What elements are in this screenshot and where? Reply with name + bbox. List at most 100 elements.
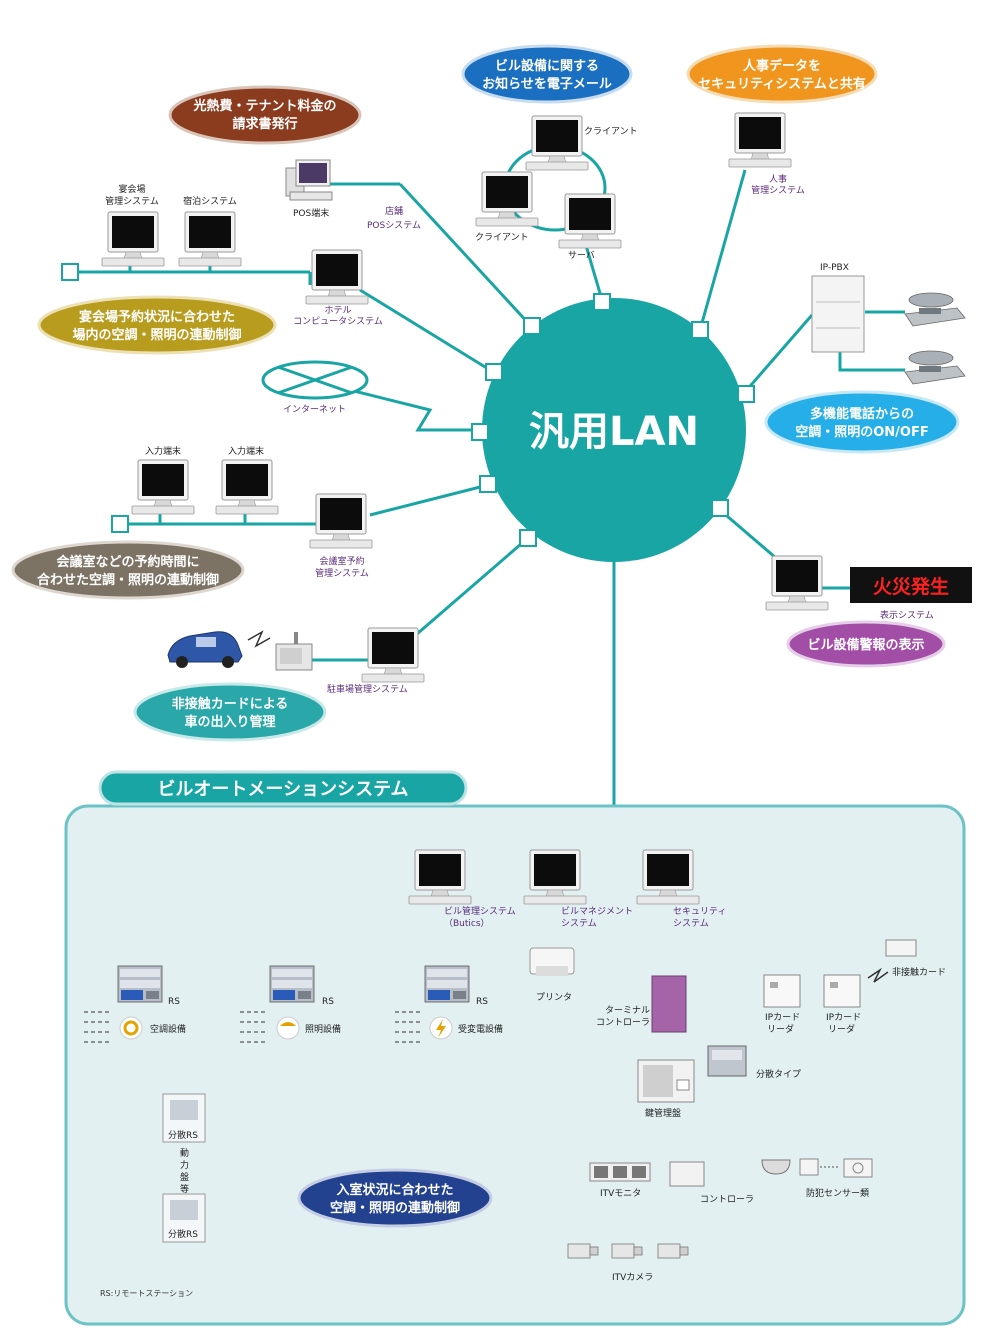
- svg-text:光熱費・テナント料金の: 光熱費・テナント料金の: [192, 98, 336, 114]
- itv-camera-label: ITVカメラ: [612, 1272, 653, 1283]
- bas-panel: [64, 804, 966, 1326]
- rs-note: RS:リモートステーション: [100, 1289, 193, 1298]
- svg-text:空調・照明の連動制御: 空調・照明の連動制御: [330, 1200, 460, 1216]
- client-pc: [525, 115, 589, 171]
- ip-card-reader-label: IPカード: [765, 1012, 800, 1023]
- svg-text:ビルオートメーションシステム: ビルオートメーションシステム: [157, 779, 408, 800]
- dist-rs-icon: [162, 1193, 206, 1243]
- input-terminal-pc: [131, 459, 195, 515]
- svg-text:非接触カードによる: 非接触カードによる: [172, 696, 289, 712]
- key-panel-icon: [637, 1059, 695, 1103]
- dist-rs-label: 分散RS: [168, 1228, 198, 1240]
- svg-text:場内の空調・照明の連動制御: 場内の空調・照明の連動制御: [72, 327, 241, 343]
- phone-icon: [904, 292, 966, 327]
- svg-text:人事データを: 人事データを: [743, 58, 821, 74]
- svg-text:合わせた空調・照明の連動制御: 合わせた空調・照明の連動制御: [37, 572, 219, 588]
- ip-card-reader-icon: [763, 974, 801, 1008]
- security-pc: [636, 849, 700, 905]
- power-icon: [429, 1016, 453, 1040]
- input-terminal-pc: [215, 459, 279, 515]
- callout-parking: 非接触カードによる 車の出入り管理: [133, 682, 327, 742]
- wireless-icon: [867, 967, 889, 983]
- management-label: ビルマネジメント: [561, 906, 633, 917]
- ippbx-label: IP-PBX: [820, 263, 849, 273]
- svg-text:多機能電話からの: 多機能電話からの: [810, 406, 914, 422]
- butics-pc: [408, 849, 472, 905]
- dist-rs-label: 分散RS: [168, 1129, 198, 1141]
- store-pos-label: POSシステム: [367, 220, 421, 231]
- svg-text:お知らせを電子メール: お知らせを電子メール: [482, 76, 612, 92]
- wireless-icon: [247, 630, 271, 648]
- meeting-system-label: 管理システム: [315, 567, 369, 579]
- display-system-label: 表示システム: [880, 609, 934, 621]
- power-label: 受変電設備: [458, 1023, 503, 1035]
- hr-system-label: 人事: [769, 173, 787, 185]
- management-label: システム: [561, 918, 597, 929]
- rs-label: RS: [322, 997, 334, 1007]
- contactless-card-label: 非接触カード: [892, 966, 946, 978]
- svg-text:請求書発行: 請求書発行: [232, 116, 297, 132]
- dist-rs-icon: [162, 1093, 206, 1143]
- meeting-system-pc: [309, 493, 373, 549]
- pos-terminal-label: POS端末: [293, 207, 329, 219]
- svg-text:空調・照明のON/OFF: 空調・照明のON/OFF: [795, 424, 929, 440]
- aircon-label: 空調設備: [150, 1023, 186, 1035]
- hotel-system-label: ホテル: [324, 305, 351, 316]
- banquet-system-pc: [101, 211, 165, 267]
- lodging-system-pc: [178, 211, 242, 267]
- rs-label: RS: [476, 997, 488, 1007]
- svg-text:力: 力: [180, 1159, 189, 1171]
- lan-label: 汎用LAN: [529, 409, 699, 455]
- display-system-pc: [765, 555, 829, 611]
- hotel-system-pc: [305, 249, 369, 305]
- parking-system-pc: [361, 627, 425, 683]
- svg-text:ビル設備警報の表示: ビル設備警報の表示: [807, 637, 924, 653]
- store-pos-label: 店舗: [385, 205, 403, 217]
- ip-card-reader-icon: [823, 974, 861, 1008]
- terminal-controller-icon: [651, 975, 687, 1033]
- rs-unit: [117, 965, 163, 1003]
- io-lines: [84, 1011, 423, 1043]
- server-pc: [558, 193, 622, 249]
- svg-text:会議室などの予約時間に: 会議室などの予約時間に: [56, 554, 199, 570]
- svg-text:車の出入り管理: 車の出入り管理: [184, 714, 275, 730]
- callout-hr-share: 人事データを セキュリティシステムと共有: [686, 44, 878, 104]
- internet-icon: [261, 360, 369, 400]
- ip-card-reader-label: リーダ: [828, 1023, 855, 1035]
- input-terminal-label: 入力端末: [145, 445, 181, 457]
- line-end-square: [61, 263, 79, 281]
- svg-text:ビル設備に関する: ビル設備に関する: [495, 58, 599, 74]
- meeting-system-label: 会議室予約: [319, 555, 364, 567]
- rs-unit: [269, 965, 315, 1003]
- callout-billing: 光熱費・テナント料金の 請求書発行: [168, 85, 362, 145]
- rs-unit: [424, 965, 470, 1003]
- banquet-system-label: 管理システム: [105, 195, 159, 207]
- client-label: クライアント: [475, 232, 529, 243]
- hr-system-pc: [728, 112, 792, 168]
- terminal-controller-label: コントローラ: [596, 1017, 650, 1028]
- hotel-system-label: コンピュータシステム: [293, 316, 383, 327]
- svg-text:入室状況に合わせた: 入室状況に合わせた: [336, 1182, 453, 1198]
- gate-reader-icon: [275, 632, 313, 671]
- callout-meeting: 会議室などの予約時間に 合わせた空調・照明の連動制御: [11, 540, 245, 600]
- ip-card-reader-label: リーダ: [767, 1023, 794, 1035]
- lodging-system-label: 宿泊システム: [183, 195, 237, 207]
- rs-label: RS: [168, 997, 180, 1007]
- client-pc: [475, 171, 539, 227]
- internet-label: インターネット: [283, 404, 346, 415]
- butics-label: （Butics）: [444, 918, 490, 929]
- lan-ports: [471, 293, 755, 547]
- security-label: システム: [673, 918, 709, 929]
- callout-banquet: 宴会場予約状況に合わせた 場内の空調・照明の連動制御: [37, 295, 277, 355]
- pos-terminal-icon: [285, 159, 333, 201]
- input-terminal-label: 入力端末: [228, 445, 264, 457]
- controller-icon: [669, 1161, 705, 1187]
- management-pc: [523, 849, 587, 905]
- itv-monitor-icon: [589, 1162, 651, 1182]
- callout-multiphone: 多機能電話からの 空調・照明のON/OFF: [764, 390, 960, 454]
- svg-text:盤: 盤: [180, 1171, 189, 1183]
- svg-text:等: 等: [180, 1183, 189, 1195]
- callout-room-status: 入室状況に合わせた 空調・照明の連動制御: [297, 1168, 493, 1228]
- security-label: セキュリティ: [673, 906, 726, 917]
